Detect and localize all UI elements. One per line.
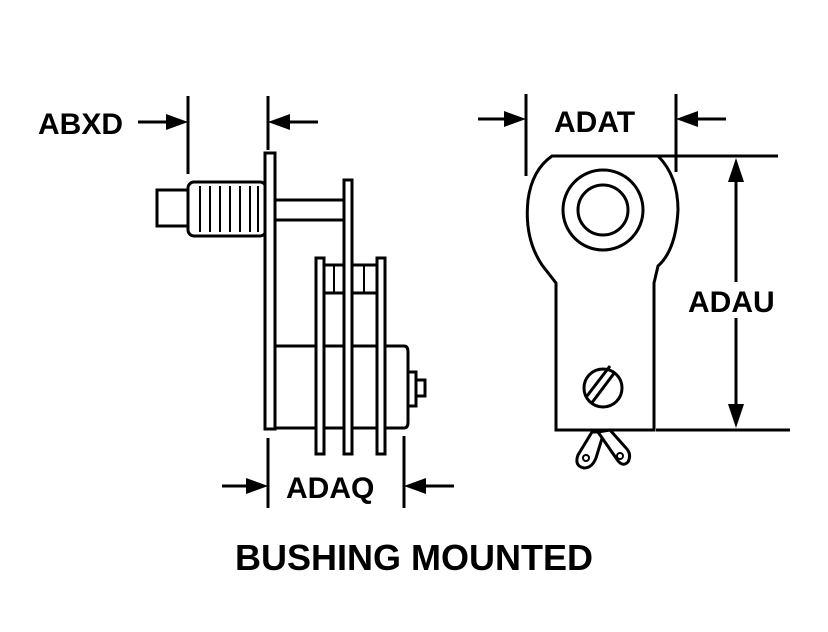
contact-block bbox=[322, 263, 379, 295]
lug-inner-ring bbox=[576, 183, 630, 237]
adau-label: ADAU bbox=[688, 286, 775, 319]
diagram-caption: BUSHING MOUNTED bbox=[235, 537, 593, 578]
adat-label: ADAT bbox=[554, 106, 635, 139]
bushing bbox=[155, 180, 268, 238]
mounting-plate bbox=[263, 151, 277, 431]
shaft bbox=[275, 198, 346, 222]
rear-housing bbox=[273, 344, 427, 430]
front-view: ADAT ADAU bbox=[478, 94, 790, 470]
abxd-label: ABXD bbox=[38, 108, 123, 141]
terminal-tabs bbox=[575, 428, 632, 470]
adau-dimension: ADAU bbox=[656, 154, 790, 432]
adaq-dimension: ADAQ bbox=[222, 436, 454, 508]
adaq-label: ADAQ bbox=[286, 472, 374, 505]
abxd-dimension: ABXD bbox=[38, 96, 318, 174]
screw bbox=[582, 365, 624, 409]
adat-dimension: ADAT bbox=[478, 94, 726, 176]
wafer-plate-2 bbox=[342, 178, 354, 456]
side-view: ABXD bbox=[38, 96, 454, 508]
